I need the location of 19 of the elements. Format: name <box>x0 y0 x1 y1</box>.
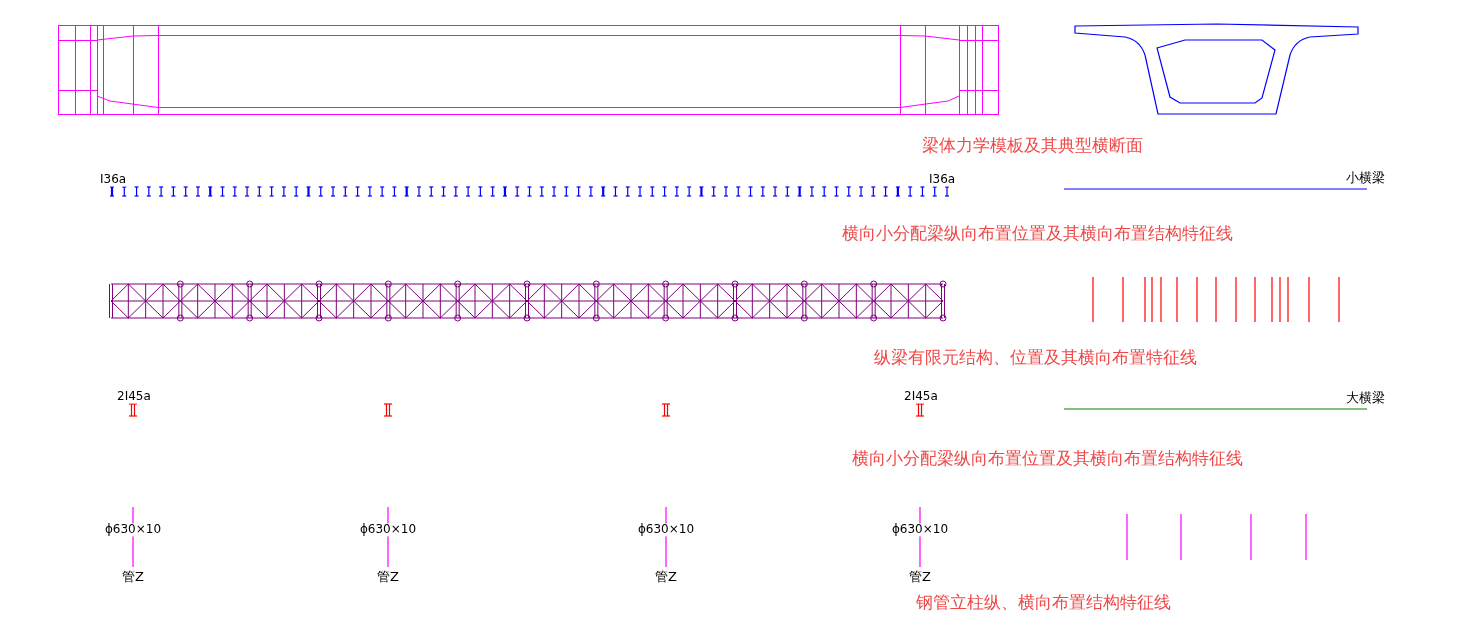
pipe-size-label: ϕ630×10 <box>891 523 949 537</box>
section-caption: 纵梁有限元结构、位置及其横向布置特征线 <box>873 347 1197 367</box>
section-caption: 横向小分配梁纵向布置位置及其横向布置结构特征线 <box>841 223 1233 243</box>
member-label: I36a <box>100 173 127 187</box>
pipe-label: 管Z <box>122 569 144 585</box>
member-label: I36a <box>929 173 956 187</box>
pipe-label: 管Z <box>377 569 399 585</box>
pipe-size-label: ϕ630×10 <box>359 523 417 537</box>
pipe-size-label: ϕ630×10 <box>637 523 695 537</box>
member-label: 2I45a <box>117 390 151 404</box>
pipe-size-label: ϕ630×10 <box>104 523 162 537</box>
pipe-label: 管Z <box>655 569 677 585</box>
section-caption: 梁体力学模板及其典型横断面 <box>921 135 1143 155</box>
member-label: 2I45a <box>904 390 938 404</box>
pipe-label: 管Z <box>909 569 931 585</box>
section-caption: 钢管立柱纵、横向布置结构特征线 <box>915 592 1171 612</box>
beam-label: 小横梁 <box>1346 170 1385 186</box>
section-caption: 横向小分配梁纵向布置位置及其横向布置结构特征线 <box>851 448 1243 468</box>
beam-label: 大横梁 <box>1346 390 1385 406</box>
